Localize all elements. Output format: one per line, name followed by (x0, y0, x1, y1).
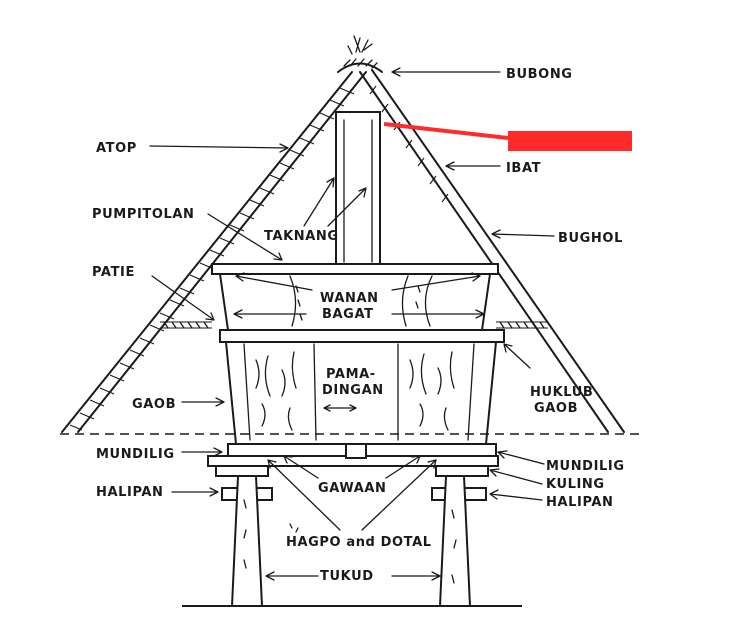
floor-beams (207, 443, 499, 477)
roof-thatch-left (61, 71, 367, 433)
redaction-callout (383, 122, 632, 151)
label-tukud: TUKUD (320, 569, 374, 584)
label-gaob-right: GAOB (534, 401, 578, 416)
attic-box (211, 263, 499, 331)
redaction-leader-line (383, 122, 509, 140)
redaction-box (508, 131, 632, 151)
label-halipan-right: HALIPAN (546, 495, 614, 510)
label-atop: ATOP (96, 141, 137, 156)
label-mundilig-left: MUNDILIG (96, 447, 175, 462)
label-mundilig-right: MUNDILIG (546, 459, 625, 474)
label-pumpitolan: PUMPITOLAN (92, 207, 195, 222)
label-halipan-left: HALIPAN (96, 485, 164, 500)
patie-beam (160, 321, 548, 329)
ridge-cap (337, 35, 383, 73)
taknang-post (335, 111, 381, 269)
label-bughol: BUGHOL (558, 231, 623, 246)
tukud-posts (230, 475, 472, 607)
label-patie: PATIE (92, 265, 135, 280)
label-taknang: TAKNANG (264, 229, 339, 244)
label-hagpo-dotal: HAGPO and DOTAL (286, 535, 432, 550)
label-ibat: IBAT (506, 161, 541, 176)
label-gawaan: GAWAAN (318, 481, 387, 496)
label-kuling: KULING (546, 477, 605, 492)
labels: BUBONG ATOP IBAT PUMPITOLAN TAKNANG BUGH… (92, 67, 625, 584)
label-dingan: DINGAN (322, 383, 384, 398)
label-bubong: BUBONG (506, 67, 573, 82)
label-wanan: WANAN (320, 291, 379, 306)
label-pama: PAMA- (326, 367, 376, 382)
label-arrows (149, 67, 555, 581)
label-gaob-left: GAOB (132, 397, 176, 412)
label-bagat: BAGAT (322, 307, 374, 322)
label-huklub: HUKLUB (530, 385, 593, 400)
